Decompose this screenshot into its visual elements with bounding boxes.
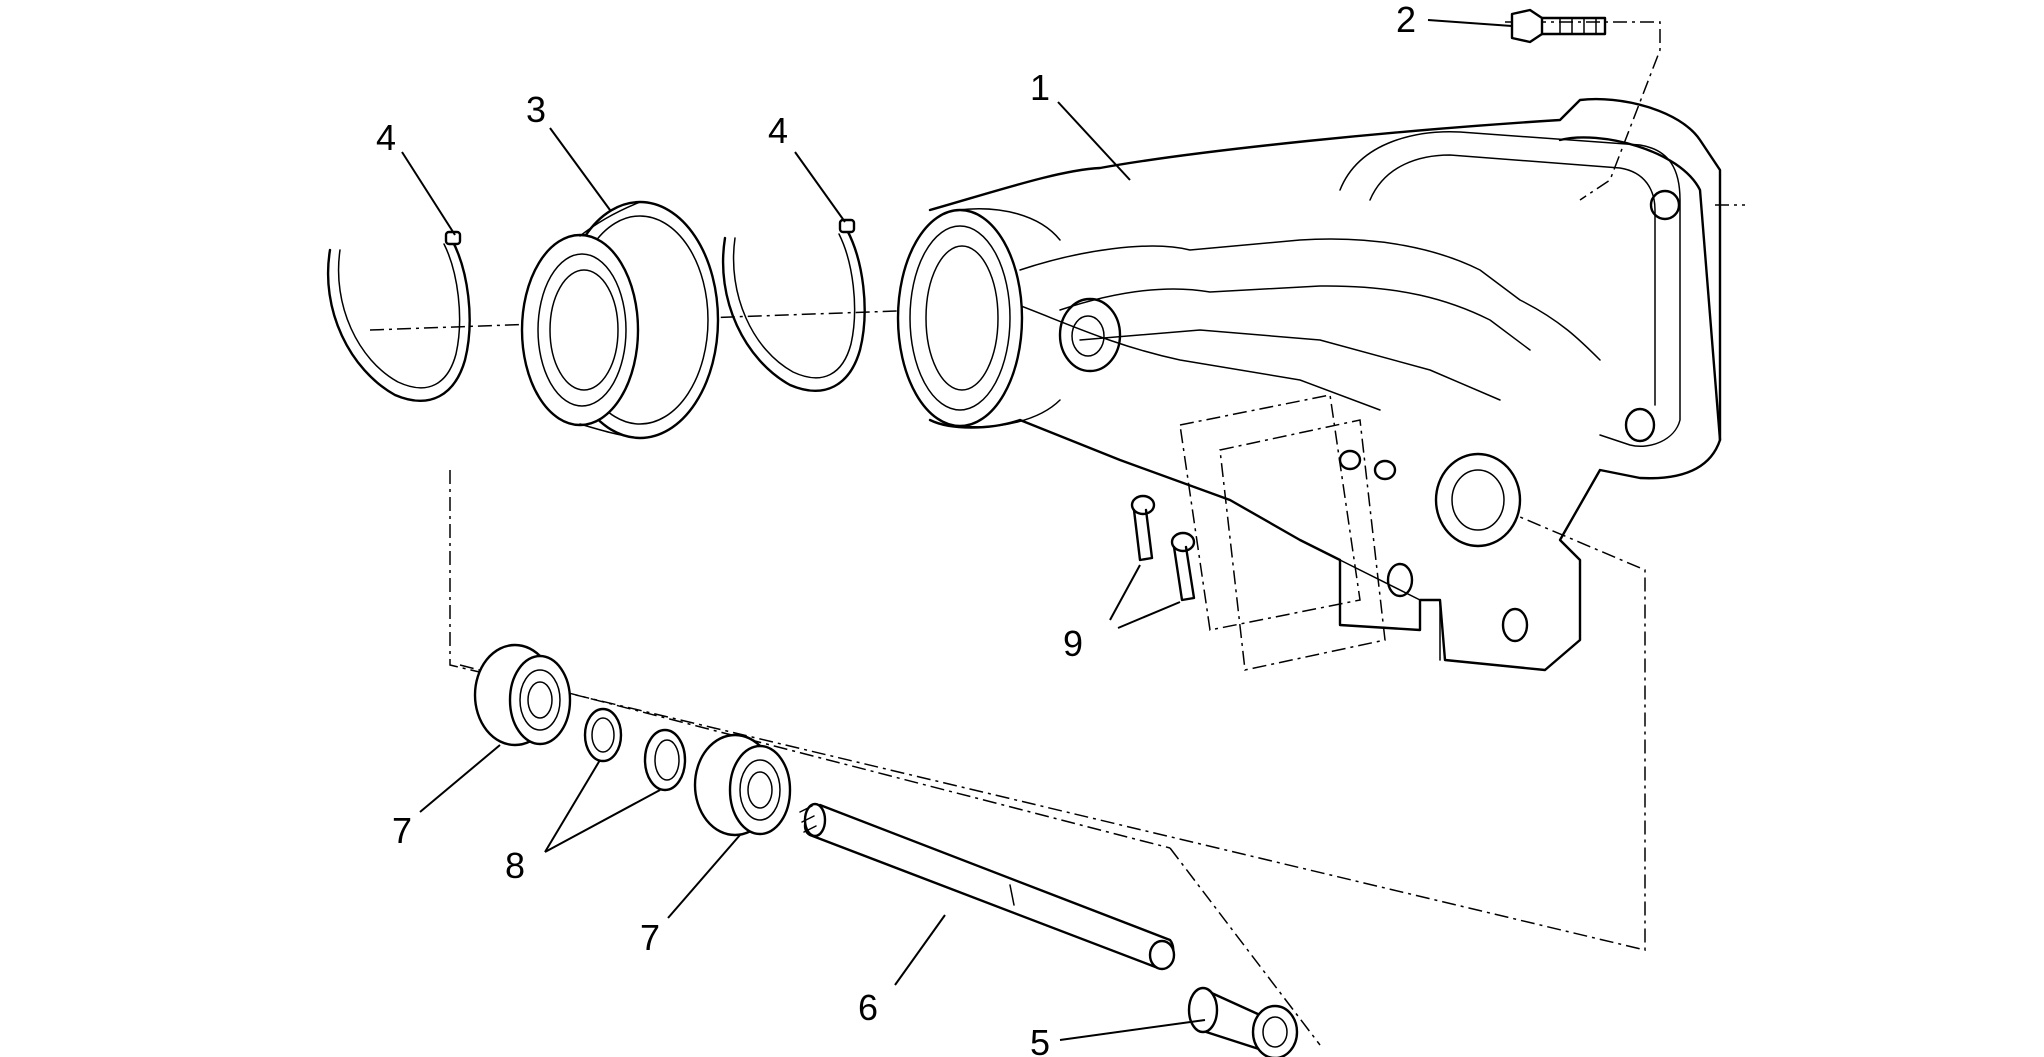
- callout-1: 1: [1030, 67, 1050, 108]
- callout-6: 6: [858, 987, 878, 1028]
- bearing-right: [693, 733, 792, 837]
- callout-3: 3: [526, 89, 546, 130]
- callout-labels: 1 2 3 4 4 5 6 7 7 8 9: [376, 0, 1416, 1057]
- seal-cover: [520, 200, 720, 440]
- pivot-shaft: [799, 802, 1176, 971]
- callout-5: 5: [1030, 1022, 1050, 1057]
- callout-8: 8: [505, 845, 525, 886]
- clamp-ring-right: [721, 218, 866, 392]
- callout-4-left: 4: [376, 117, 396, 158]
- clamp-ring-left: [326, 230, 471, 402]
- shaft-nut: [1187, 986, 1299, 1057]
- callout-2: 2: [1396, 0, 1416, 40]
- callout-9: 9: [1063, 623, 1083, 664]
- swingarm-housing: [896, 97, 1722, 672]
- callout-7-right: 7: [640, 917, 660, 958]
- spacer-rings: [583, 707, 687, 792]
- leader-lines: [401, 19, 1513, 1041]
- bearing-left: [473, 643, 572, 747]
- socket-screws: [1130, 494, 1196, 602]
- callout-4-right: 4: [768, 110, 788, 151]
- callout-7-left: 7: [392, 810, 412, 851]
- flange-bolt: [1510, 8, 1607, 44]
